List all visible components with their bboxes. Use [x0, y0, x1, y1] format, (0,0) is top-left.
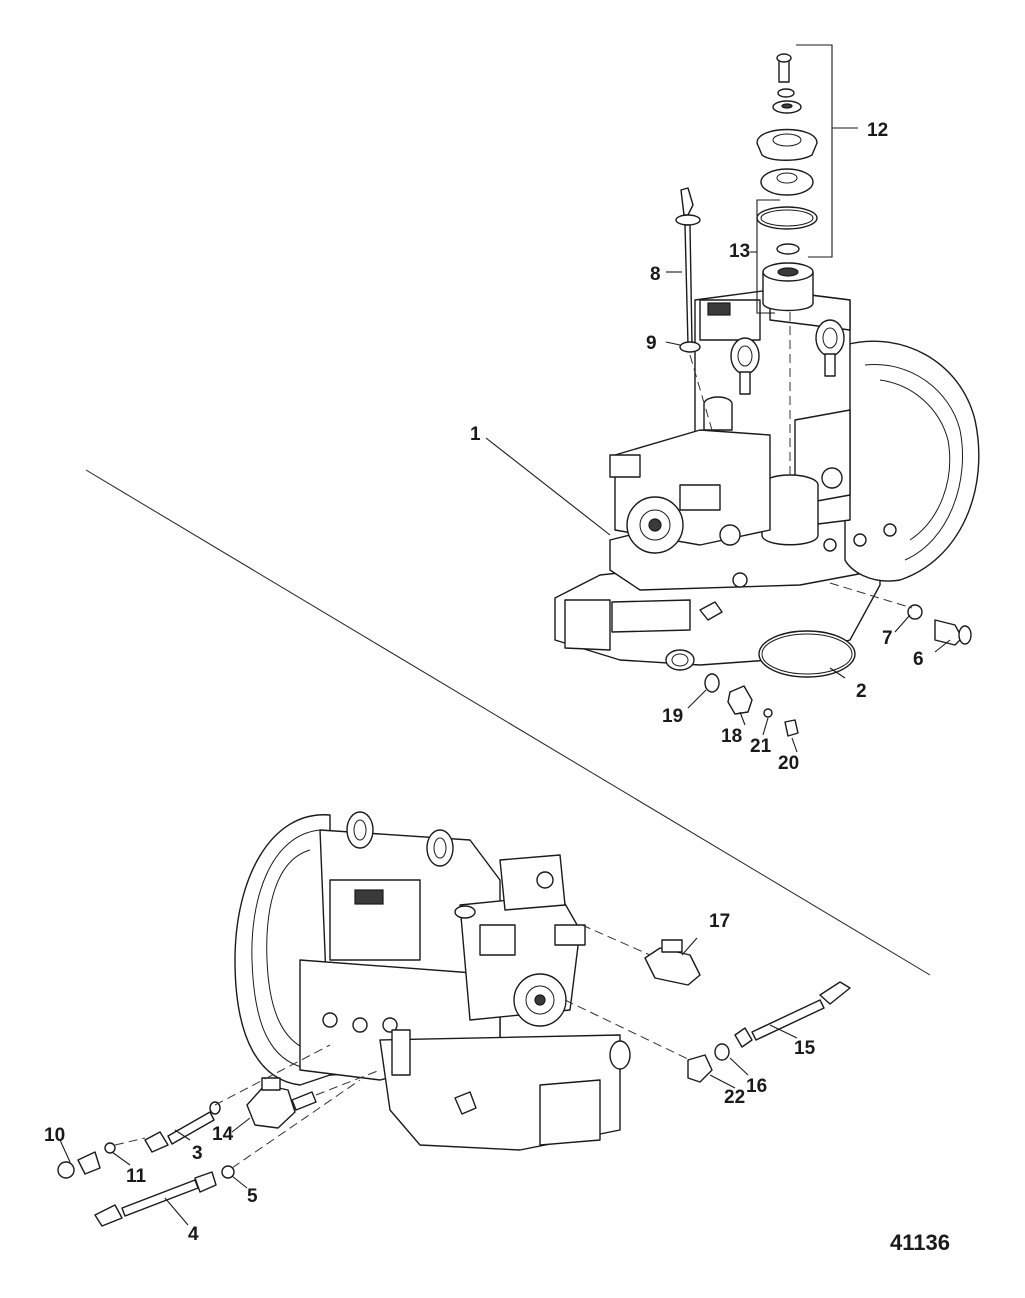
callout-6: 6 [913, 649, 924, 670]
leader-lines [59, 44, 951, 1226]
callout-8: 8 [650, 264, 661, 285]
o-ring-2 [758, 630, 856, 678]
sensor-cable-4 [94, 1079, 361, 1227]
callout-labels: 1 2 3 4 5 6 7 8 9 10 11 12 13 14 15 16 1… [44, 120, 924, 1245]
callout-15: 15 [794, 1038, 816, 1059]
callout-5: 5 [247, 1186, 258, 1207]
callout-22: 22 [724, 1087, 745, 1108]
callout-19: 19 [662, 706, 683, 727]
dipstick [675, 187, 713, 431]
callout-1: 1 [470, 424, 481, 445]
callout-2: 2 [856, 681, 867, 702]
callout-4: 4 [188, 1224, 199, 1245]
sensor-cable-15 [564, 981, 851, 1083]
filter-assembly-stack [756, 53, 818, 480]
plug-parts [704, 673, 799, 737]
callout-17: 17 [709, 911, 730, 932]
callout-21: 21 [750, 736, 772, 757]
callout-20: 20 [778, 753, 799, 774]
callout-12: 12 [867, 120, 888, 141]
divider-line [85, 469, 931, 976]
sensor-17 [581, 924, 701, 986]
callout-9: 9 [646, 333, 657, 354]
callout-13: 13 [729, 241, 750, 262]
solenoid-14 [246, 1069, 381, 1129]
sensor-cable-3 [57, 1044, 331, 1179]
callout-11: 11 [126, 1166, 147, 1187]
callout-7: 7 [882, 628, 893, 649]
transmission-lower-view [234, 811, 631, 1151]
figure-number: 41136 [890, 1230, 950, 1255]
fitting-6-7 [829, 582, 972, 646]
callout-10: 10 [44, 1125, 65, 1146]
callout-14: 14 [212, 1124, 234, 1145]
callout-16: 16 [746, 1076, 767, 1097]
callout-3: 3 [192, 1143, 203, 1164]
callout-18: 18 [721, 726, 742, 747]
transmission-upper-view [554, 289, 980, 671]
